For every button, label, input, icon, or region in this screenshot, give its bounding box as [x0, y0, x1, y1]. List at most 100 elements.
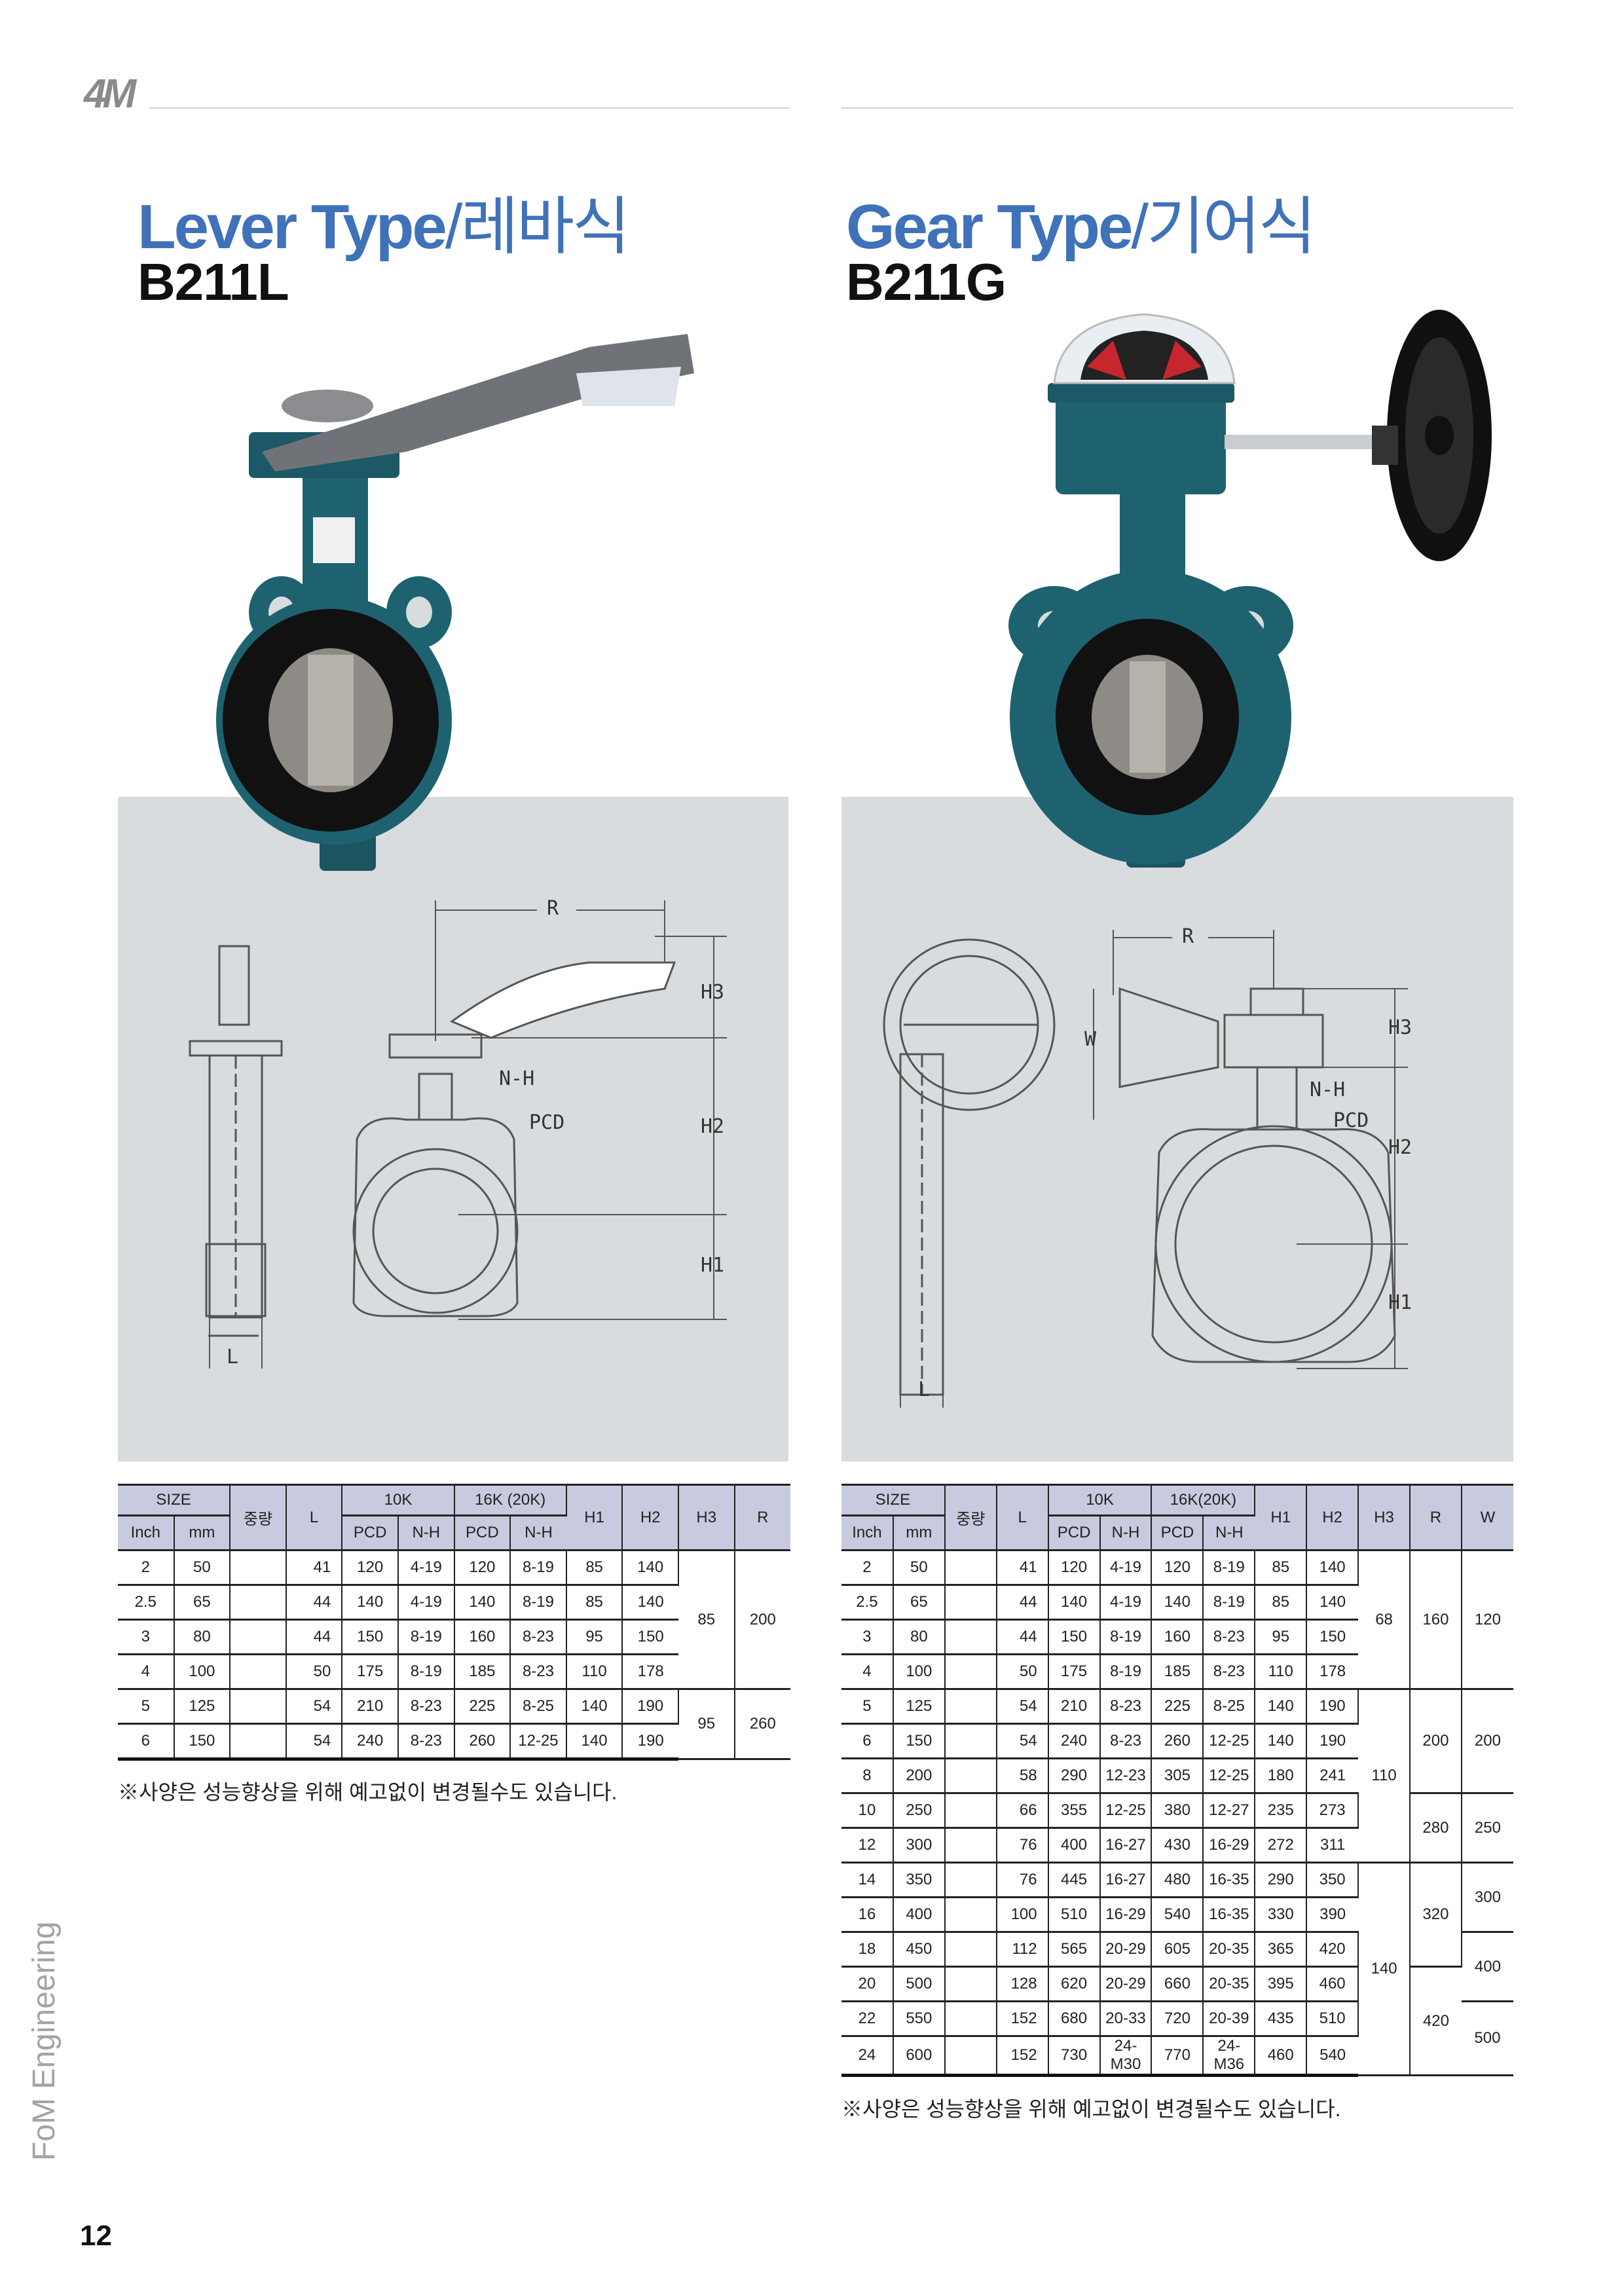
col-l: L: [286, 1484, 343, 1551]
cell-h2: 190: [1306, 1723, 1359, 1759]
cell-nh16: 8-19: [510, 1585, 567, 1621]
cell-inch: 24: [841, 2036, 894, 2077]
col-r: R: [1410, 1484, 1462, 1551]
cell-mm: 400: [893, 1897, 946, 1933]
dim-label-n-h: N-H: [499, 1067, 535, 1090]
cell-h1: 460: [1255, 2036, 1308, 2077]
cell-l: 50: [996, 1654, 1049, 1690]
cell-l: 44: [286, 1585, 343, 1621]
cell-weight: [944, 1550, 997, 1586]
gear-valve-photo: [1008, 310, 1492, 868]
dim-label-h2: H2: [1388, 1136, 1412, 1159]
company-side-text: FoM Engineering: [27, 1921, 62, 2161]
cell-pcd16: 660: [1151, 1966, 1204, 2002]
cell-pcd10: 150: [1048, 1619, 1101, 1655]
cell-pcd10: 150: [342, 1619, 399, 1655]
cell-mm: 100: [893, 1654, 946, 1690]
cell-h1: 85: [566, 1550, 623, 1586]
cell-pcd16: 140: [454, 1585, 511, 1621]
cell-nh10: 4-19: [397, 1585, 455, 1621]
dim-label-r: R: [1182, 925, 1194, 948]
cell-h1: 140: [1255, 1723, 1308, 1759]
cell-pcd16: 260: [1151, 1723, 1204, 1759]
cell-h2: 150: [622, 1619, 678, 1655]
cell-weight: [230, 1654, 287, 1690]
cell-pcd16: 120: [1151, 1550, 1204, 1586]
cell-h1: 110: [566, 1654, 623, 1690]
cell-pcd10: 140: [1048, 1585, 1101, 1621]
cell-weight: [944, 1689, 997, 1725]
col-16k-pcd: PCD: [1151, 1515, 1204, 1551]
cell-weight: [944, 1827, 997, 1864]
cell-pcd16: 260: [454, 1723, 511, 1761]
dim-label-pcd: PCD: [1333, 1109, 1369, 1132]
cell-h1: 85: [1255, 1550, 1308, 1586]
cell-pcd10: 175: [342, 1654, 399, 1690]
cell-inch: 10: [841, 1793, 894, 1829]
col-weight: 중량: [944, 1484, 997, 1551]
cell-inch: 2.5: [841, 1585, 894, 1621]
col-inch: Inch: [841, 1515, 894, 1551]
cell-nh10: 8-23: [397, 1723, 455, 1761]
col-inch: Inch: [118, 1515, 175, 1551]
cell-nh10: 20-29: [1099, 1966, 1153, 2002]
cell-pcd10: 445: [1048, 1862, 1101, 1898]
cell-l: 54: [286, 1689, 343, 1725]
cell-inch: 18: [841, 1932, 894, 1968]
brand-logo: 4M: [84, 71, 136, 117]
cell-pcd10: 565: [1048, 1932, 1101, 1968]
cell-pcd16: 120: [454, 1550, 511, 1586]
cell-h3-merged: 85: [678, 1550, 735, 1690]
cell-h2: 140: [622, 1550, 679, 1586]
cell-inch: 3: [841, 1619, 894, 1655]
cell-mm: 80: [174, 1619, 231, 1655]
cell-h2: 178: [1306, 1654, 1359, 1690]
cell-w-merged: 300: [1461, 1862, 1513, 1933]
cell-nh10: 16-27: [1099, 1827, 1153, 1864]
cell-h2: 178: [622, 1654, 678, 1690]
cell-inch: 2: [841, 1550, 894, 1586]
dim-label-h3: H3: [1388, 1016, 1412, 1039]
cell-r-merged: 200: [734, 1550, 791, 1690]
cell-pcd10: 120: [342, 1550, 399, 1586]
col-10k: 10K: [342, 1484, 455, 1516]
cell-nh10: 8-19: [397, 1654, 455, 1690]
cell-l: 100: [996, 1897, 1049, 1933]
cell-r-merged: 320: [1410, 1862, 1462, 1968]
cell-nh10: 8-19: [397, 1619, 455, 1655]
lever-drawing-panel: [118, 797, 788, 1461]
cell-nh10: 4-19: [1099, 1550, 1153, 1586]
cell-mm: 100: [174, 1654, 231, 1690]
cell-weight: [944, 2036, 997, 2077]
cell-nh16: 8-19: [1203, 1550, 1256, 1586]
cell-h2: 420: [1306, 1932, 1359, 1968]
col-16k: 16K(20K): [1151, 1484, 1256, 1516]
cell-pcd16: 430: [1151, 1827, 1204, 1864]
cell-nh10: 20-33: [1099, 2001, 1153, 2037]
col-l: L: [996, 1484, 1049, 1551]
col-10k-nh: N-H: [1099, 1515, 1153, 1551]
cell-weight: [944, 1897, 997, 1933]
spec-change-notice: ※사양은 성능향상을 위해 예고없이 변경될수도 있습니다.: [841, 2097, 1341, 2121]
cell-pcd16: 185: [454, 1654, 511, 1690]
col-16k: 16K (20K): [454, 1484, 567, 1516]
col-mm: mm: [893, 1515, 946, 1551]
cell-nh10: 12-23: [1099, 1758, 1153, 1794]
cell-r-merged: 280: [1410, 1793, 1462, 1864]
cell-pcd10: 730: [1048, 2036, 1101, 2077]
cell-h2: 311: [1306, 1827, 1359, 1864]
cell-l: 54: [286, 1723, 343, 1761]
cell-weight: [944, 1654, 997, 1690]
dim-label-pcd: PCD: [529, 1111, 565, 1134]
cell-h3-merged: 110: [1358, 1689, 1411, 1864]
cell-pcd16: 605: [1151, 1932, 1204, 1968]
col-h1: H1: [1255, 1484, 1308, 1551]
